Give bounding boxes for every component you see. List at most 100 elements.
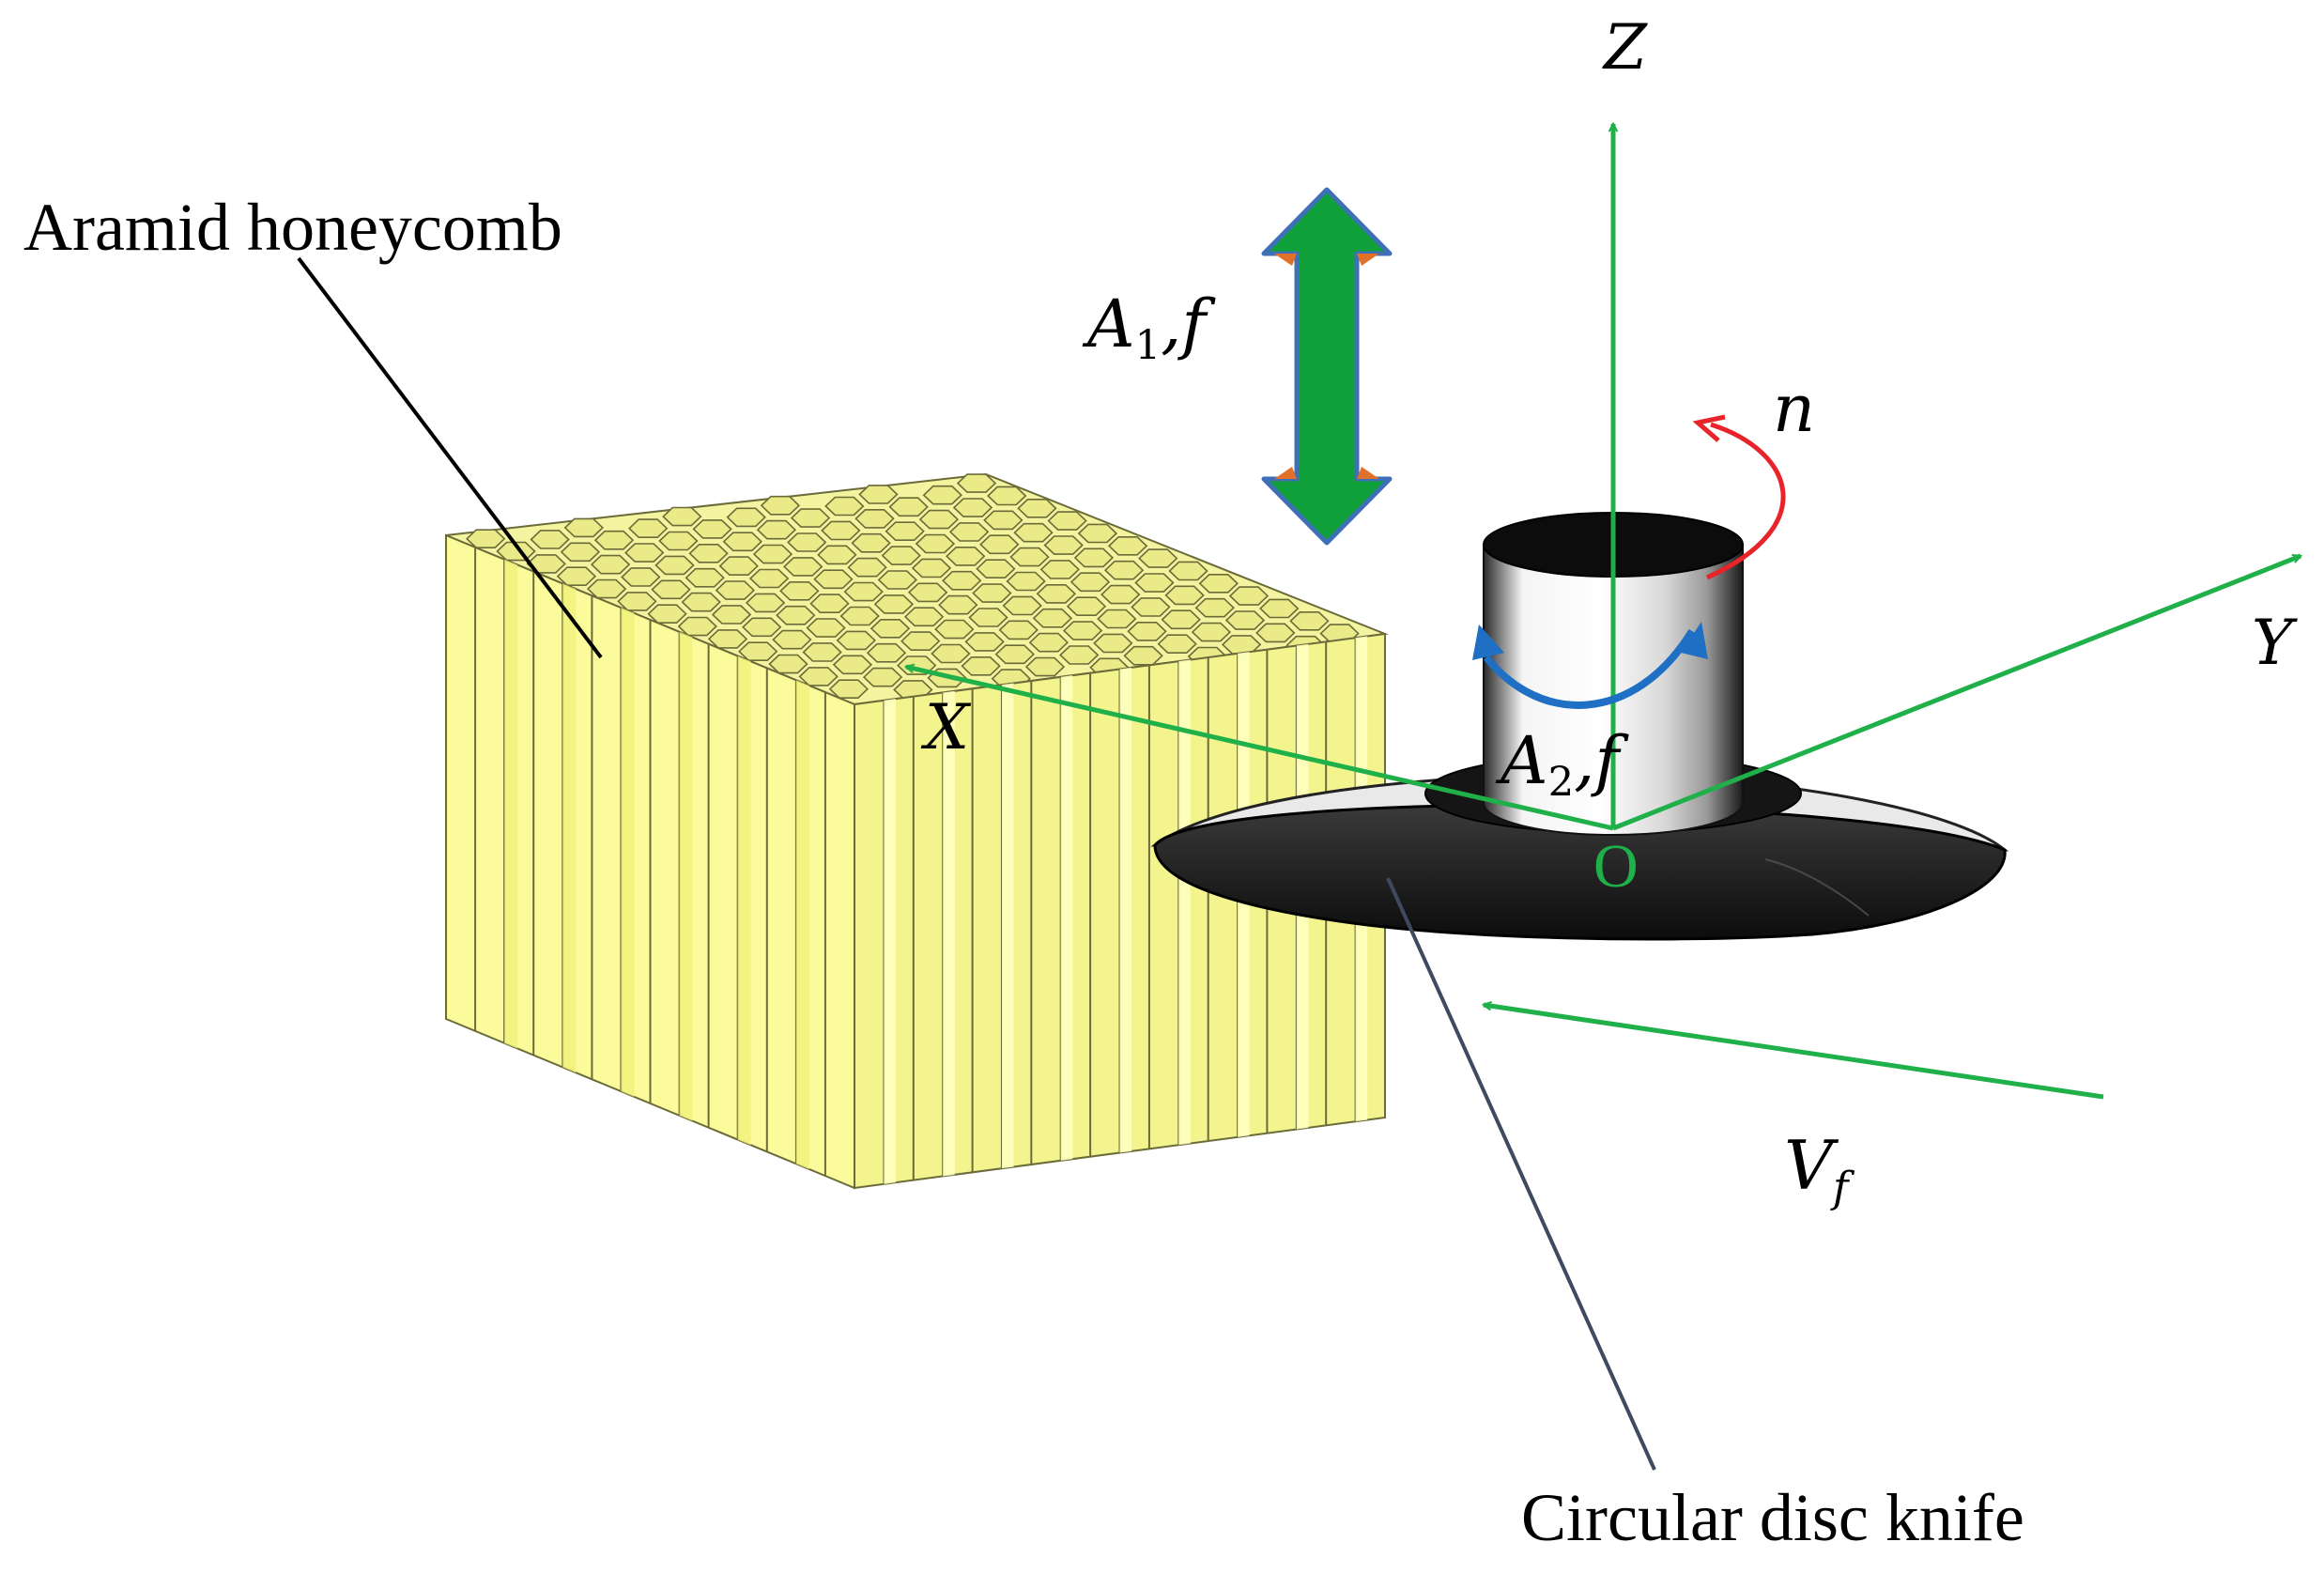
torsional-amplitude-label: A2,f [1501, 728, 1619, 803]
honeycomb-cell [911, 558, 952, 578]
honeycomb-cell [987, 486, 1027, 506]
honeycomb-cell [1013, 522, 1054, 543]
honeycomb-cell [817, 545, 857, 565]
honeycomb-cell [972, 583, 1012, 603]
honeycomb-cell [979, 534, 1020, 555]
honeycomb-cell [760, 495, 801, 516]
honeycomb-cell [1002, 595, 1042, 616]
honeycomb-cell [707, 629, 748, 649]
honeycomb-top-cells [466, 473, 1360, 700]
honeycomb-cell [556, 566, 597, 587]
honeycomb-cell [1103, 560, 1145, 580]
honeycomb-cell [1062, 621, 1103, 640]
vertical-amplitude-subscript: 1 [1134, 322, 1162, 370]
honeycomb-cell [1164, 585, 1205, 606]
knife-label: Circular disc knife [1521, 1480, 2024, 1555]
honeycomb-cell [851, 532, 891, 553]
honeycomb-cell [1059, 645, 1100, 665]
honeycomb-cell [617, 592, 657, 611]
honeycomb-cell [854, 508, 895, 529]
vertical-amplitude-symbol: A [1087, 285, 1135, 362]
rotation-arrow-icon [1692, 414, 1786, 580]
honeycomb-cell [790, 508, 831, 528]
honeycomb-cell [654, 555, 695, 576]
honeycomb-wall-highlight [1060, 675, 1073, 1161]
honeycomb-cell [961, 655, 1001, 676]
honeycomb-cell [624, 543, 665, 563]
vertical-amplitude-frequency: ,f [1161, 285, 1207, 362]
honeycomb-leader-line [297, 256, 603, 659]
honeycomb-cell [1043, 535, 1084, 555]
honeycomb-cell [1138, 548, 1178, 568]
honeycomb-cell [1073, 547, 1115, 568]
honeycomb-cell [918, 509, 960, 530]
honeycomb-cell [722, 532, 762, 552]
honeycomb-cell [1157, 634, 1197, 655]
honeycomb-cell [1259, 598, 1300, 619]
aramid-honeycomb-block [445, 472, 1389, 1190]
honeycomb-cell [658, 531, 699, 551]
honeycomb-cell [779, 580, 820, 601]
honeycomb-cell [748, 568, 790, 589]
honeycomb-cell [1194, 597, 1235, 618]
honeycomb-cell [651, 579, 691, 600]
honeycomb-cell [843, 581, 884, 602]
honeycomb-cell [976, 559, 1016, 579]
honeycomb-cell [1255, 623, 1296, 643]
honeycomb-cell [922, 485, 962, 505]
honeycomb-cell [590, 554, 631, 575]
oscillation-arrow-icon [1472, 622, 1708, 709]
honeycomb-cell [783, 557, 823, 577]
honeycomb-cell [931, 643, 971, 664]
honeycomb-cell [948, 522, 990, 542]
honeycomb-cell [873, 594, 915, 614]
honeycomb-cell [888, 497, 929, 517]
feed-velocity-label: Vf [1784, 1132, 1849, 1209]
vertical-amplitude-label: A1,f [1087, 291, 1206, 366]
honeycomb-cell [563, 517, 604, 538]
honeycomb-cell [1047, 511, 1087, 531]
honeycomb-wall-shade [737, 655, 751, 1146]
honeycomb-cell [877, 570, 917, 590]
honeycomb-cell [742, 617, 782, 638]
honeycomb-cell [952, 498, 993, 517]
honeycomb-cell [1032, 608, 1073, 628]
honeycomb-cell [1009, 547, 1050, 567]
honeycomb-cell [621, 567, 661, 587]
honeycomb-wall-highlight [1001, 683, 1014, 1169]
x-axis-label: X [925, 691, 969, 763]
honeycomb-wall-highlight [1178, 659, 1191, 1146]
rotation-speed-label: n [1773, 370, 1816, 447]
honeycomb-cell [647, 604, 687, 625]
honeycomb-wall-highlight [1119, 667, 1132, 1153]
honeycomb-cell [1107, 535, 1148, 556]
honeycomb-cell [836, 630, 876, 651]
honeycomb-cell [715, 580, 756, 600]
honeycomb-cell [866, 642, 907, 663]
torsional-amplitude-symbol: A [1501, 722, 1548, 799]
honeycomb-cell [900, 631, 941, 652]
honeycomb-cell [998, 620, 1039, 640]
honeycomb-cell [1100, 584, 1141, 605]
honeycomb-cell [1077, 523, 1118, 544]
honeycomb-cell [885, 521, 925, 542]
honeycomb-cell [681, 592, 721, 612]
honeycomb-cell [813, 569, 854, 590]
honeycomb-cell [968, 608, 1008, 627]
honeycomb-cell [1228, 586, 1270, 606]
disc-highlight [1764, 858, 1870, 917]
honeycomb-label: Aramid honeycomb [23, 190, 562, 265]
honeycomb-cell [1131, 597, 1171, 617]
torsional-amplitude-subscript: 2 [1547, 759, 1575, 807]
honeycomb-cell [688, 543, 729, 563]
honeycomb-cell [1123, 645, 1163, 666]
knife-leader-line [1386, 877, 1656, 1471]
honeycomb-cell [772, 629, 812, 650]
feed-velocity-arrow [1484, 1005, 2104, 1100]
feed-velocity-symbol: V [1784, 1126, 1833, 1205]
honeycomb-cell [718, 556, 759, 577]
honeycomb-cell [1017, 498, 1057, 518]
honeycomb-cell [964, 632, 1005, 652]
